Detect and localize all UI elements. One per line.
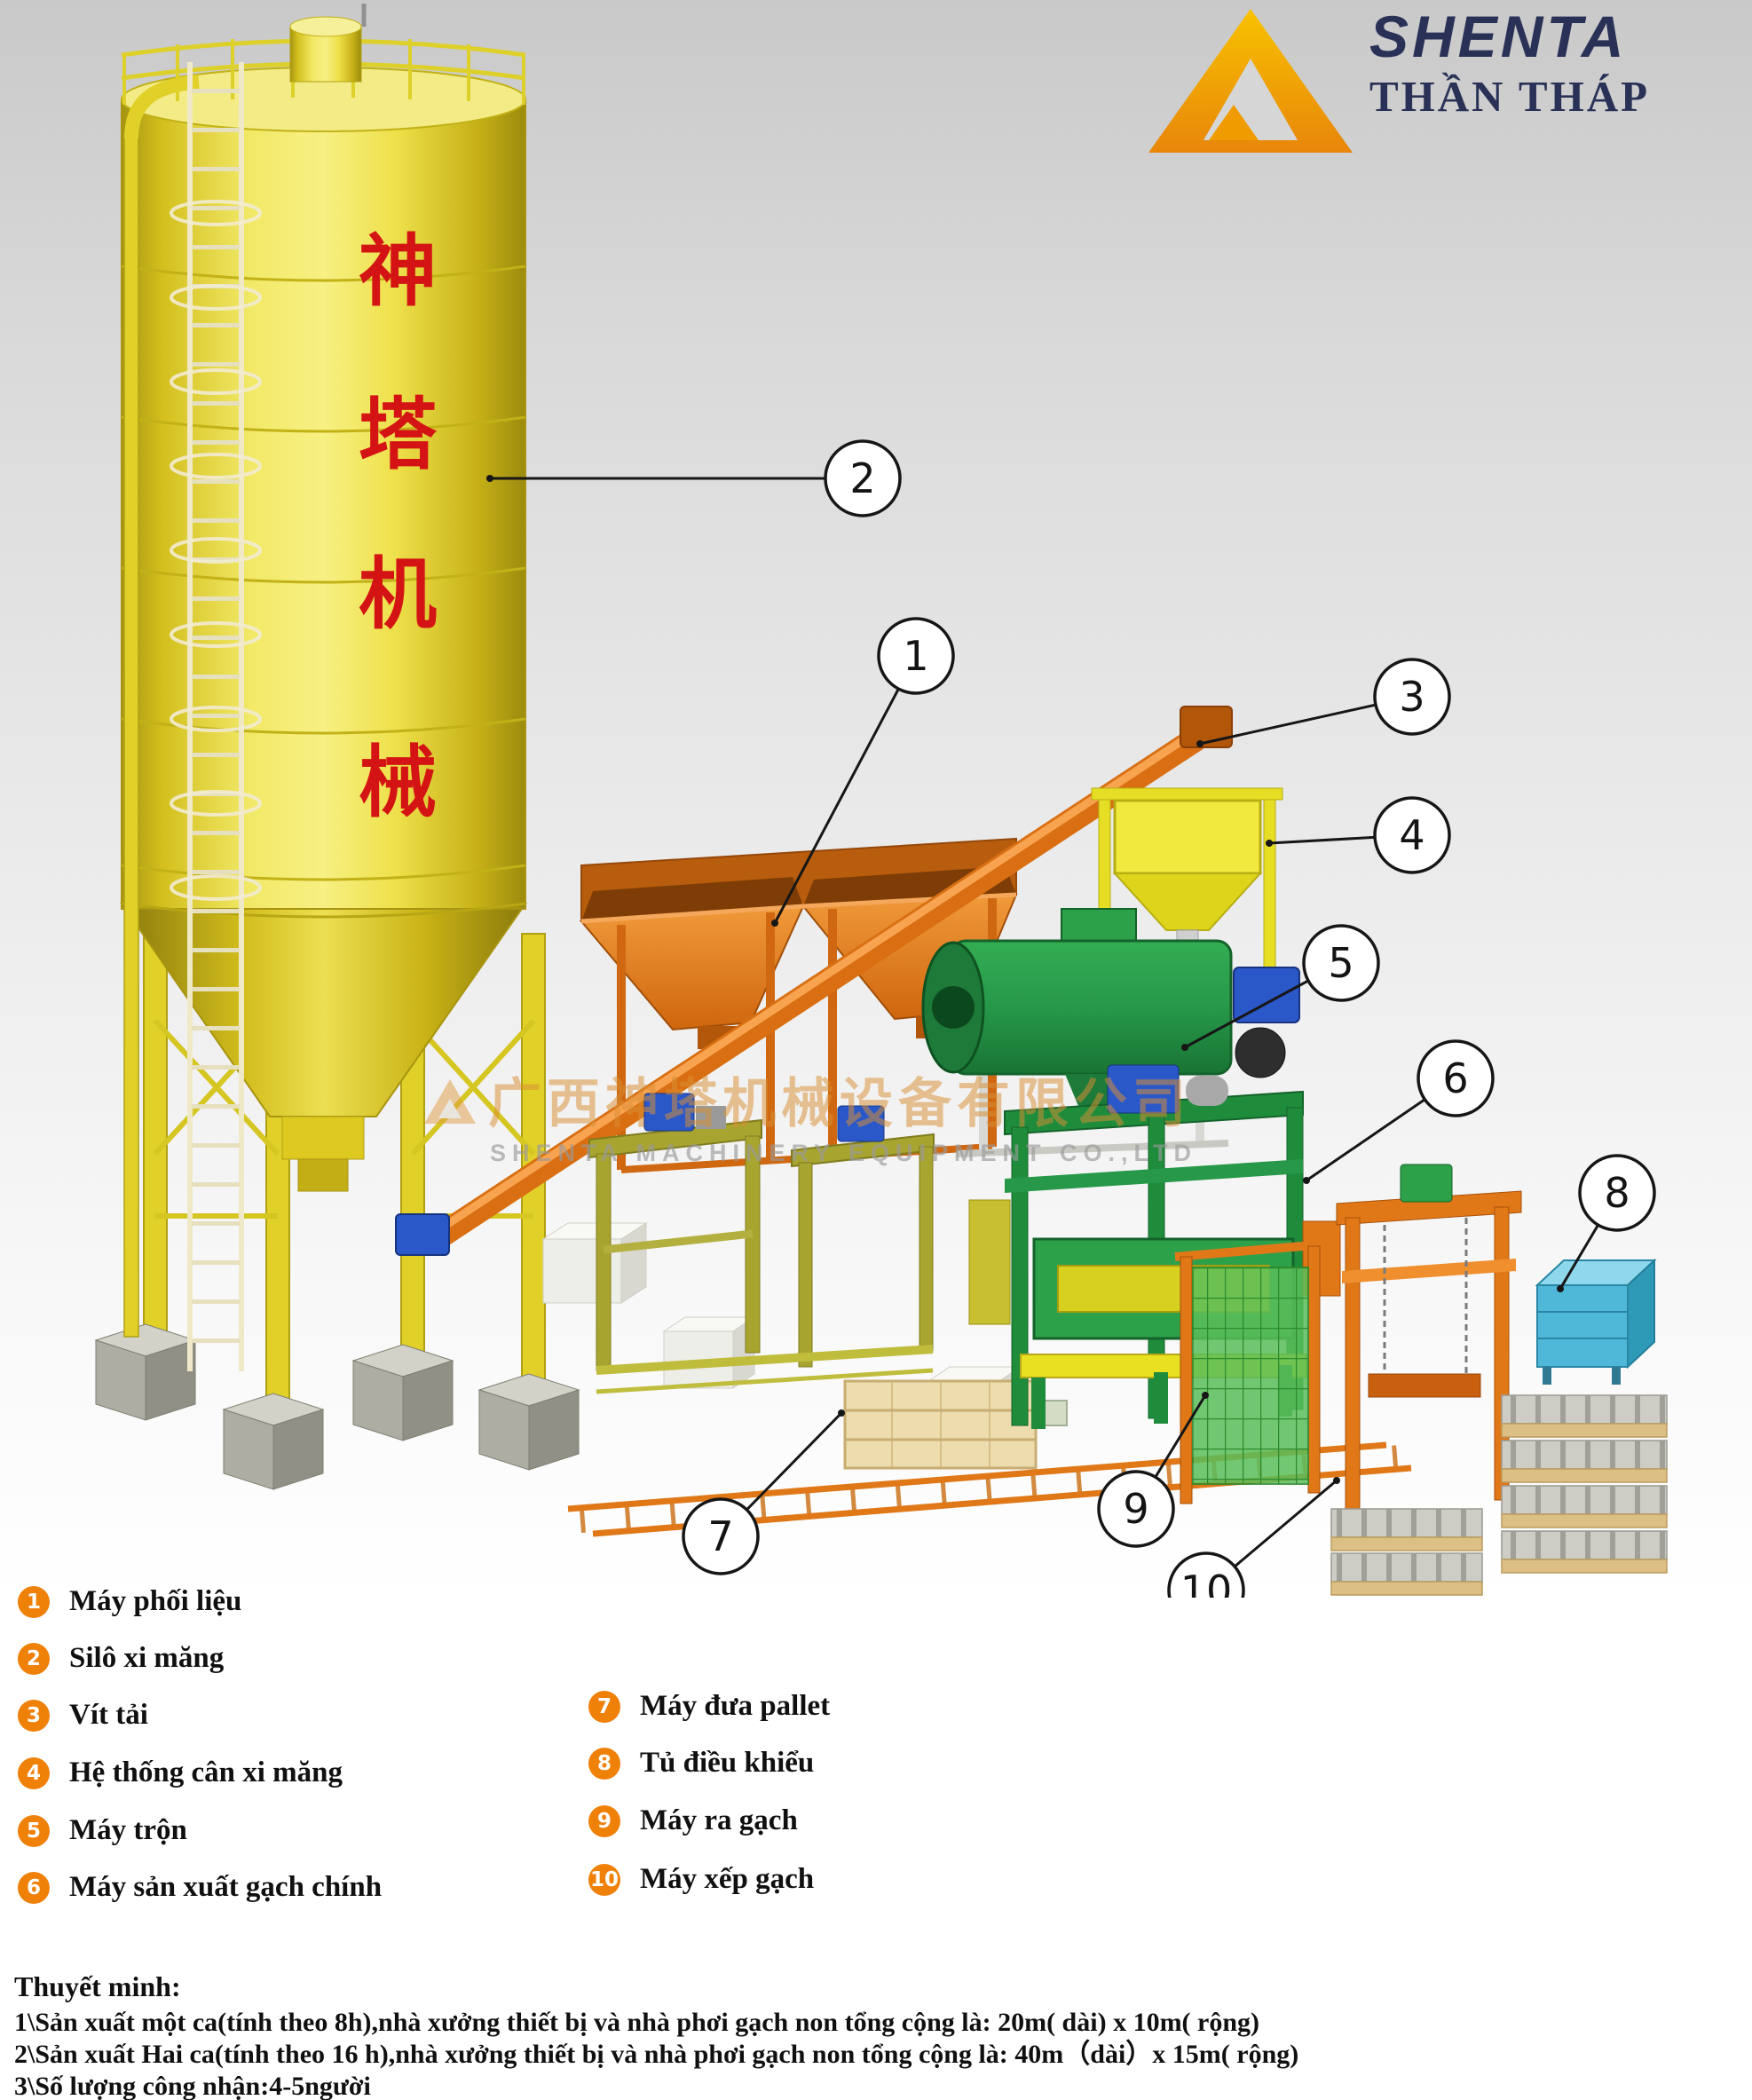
legend-item-1: 1 Máy phối liệu — [18, 1585, 241, 1618]
watermark-chinese-text: 广西神塔机械设备有限公司 — [488, 1073, 1191, 1135]
callout-circle-6 — [1417, 1039, 1495, 1117]
legend-item-7: 7 Máy đưa pallet — [588, 1690, 830, 1723]
machinery-diagram: 神 塔 机 械 — [94, 4, 1668, 1598]
control-cabinet — [1535, 1258, 1657, 1385]
callout-number-2: 2 — [849, 454, 875, 502]
notes-title: Thuyết minh: — [14, 1970, 181, 2002]
silo-ladder — [170, 62, 262, 1371]
callout-circle-9 — [1097, 1470, 1175, 1548]
cement-silo: 神 塔 机 械 — [94, 4, 580, 1490]
mixer-motor — [1233, 967, 1300, 1023]
concrete-footings — [94, 1323, 580, 1490]
legend-item-6: 6 Máy sản xuất gạch chính — [18, 1871, 382, 1904]
callout-circle-4 — [1373, 796, 1451, 874]
screw-motor — [395, 1213, 450, 1256]
brick-stacks — [1330, 1394, 1668, 1596]
callout-circle-1 — [877, 617, 955, 695]
notes-section: Thuyết minh: 1\Sản xuất một ca(tính theo… — [14, 1970, 1298, 2100]
callout-circle-7 — [682, 1497, 760, 1575]
callout-number-4: 4 — [1399, 811, 1424, 859]
legend-number-badge: 7 — [588, 1690, 620, 1723]
legend-number-badge: 4 — [18, 1757, 50, 1789]
callout-number-5: 5 — [1328, 939, 1353, 987]
feeder-motor-1 — [643, 1093, 695, 1132]
pallet-feeder — [588, 1093, 1068, 1470]
screw-gearbox — [1180, 706, 1233, 748]
legend-item-label: Silô xi măng — [69, 1642, 225, 1674]
legend-number-badge: 5 — [18, 1814, 50, 1847]
legend-item-label: Vít tải — [69, 1699, 148, 1731]
legend-item-9: 9 Máy ra gạch — [588, 1804, 798, 1837]
legend-number-badge: 8 — [588, 1747, 620, 1780]
feeder-motor-2 — [837, 1105, 885, 1142]
press-motor — [1107, 1064, 1180, 1114]
brick-output-machine — [1174, 1240, 1325, 1504]
watermark: 广西神塔机械设备有限公司 SHENTA MACHINERY EQUIPMENT … — [424, 1073, 1197, 1166]
legend-number-badge: 3 — [18, 1699, 50, 1732]
legend-item-3: 3 Vít tải — [18, 1699, 148, 1732]
legend-item-10: 10 Máy xếp gạch — [588, 1863, 814, 1896]
legend-item-label: Máy phối liệu — [69, 1585, 242, 1617]
legend-item-2: 2 Silô xi măng — [18, 1642, 224, 1675]
logo-triangle-icon — [1148, 9, 1353, 153]
legend-item-label: Tủ điều khiểu — [640, 1747, 815, 1779]
legend-number-badge: 2 — [18, 1642, 50, 1675]
screw-conveyor — [395, 706, 1233, 1256]
callout-number-9: 9 — [1123, 1485, 1148, 1533]
callout-circle-5 — [1302, 924, 1380, 1002]
legend-item-label: Hệ thống cân xi măng — [69, 1757, 343, 1788]
legend-number-badge: 6 — [18, 1871, 50, 1904]
callout-number-8: 8 — [1604, 1169, 1630, 1217]
mixer — [921, 908, 1300, 1157]
callout-number-7: 7 — [707, 1512, 733, 1560]
legend-item-4: 4 Hệ thống cân xi măng — [18, 1757, 343, 1789]
notes-line-3: 3\Số lượng công nhận:4-5người — [14, 2072, 371, 2100]
silo-character-1: 神 — [359, 225, 437, 317]
callout-circle-3 — [1373, 658, 1451, 736]
pallet-stack — [843, 1379, 1038, 1470]
legend-item-5: 5 Máy trộn — [18, 1814, 187, 1847]
callout-circle-2 — [824, 439, 902, 517]
legend-item-label: Máy trộn — [69, 1814, 187, 1846]
callouts: 1 2 3 4 5 6 7 8 9 10 — [486, 439, 1656, 1598]
legend-item-label: Máy xếp gạch — [640, 1863, 815, 1895]
legend-item-label: Máy sản xuất gạch chính — [69, 1871, 383, 1903]
callout-number-10: 10 — [1180, 1567, 1233, 1598]
legend-number-badge: 1 — [18, 1585, 50, 1618]
callout-number-3: 3 — [1399, 673, 1424, 721]
brick-stacker — [1336, 1164, 1522, 1512]
watermark-english-text: SHENTA MACHINERY EQUIPMENT CO.,LTD — [490, 1140, 1197, 1166]
silo-character-3: 机 — [359, 549, 437, 640]
legend-number-badge: 10 — [588, 1863, 620, 1896]
legend-item-label: Máy ra gạch — [640, 1804, 798, 1836]
callout-circle-10 — [1167, 1551, 1245, 1598]
notes-line-1: 1\Sản xuất một ca(tính theo 8h),nhà xưởn… — [14, 2008, 1260, 2037]
callout-circle-8 — [1578, 1154, 1656, 1232]
legend-item-label: Máy đưa pallet — [640, 1690, 831, 1722]
stacker-motor — [1400, 1164, 1453, 1203]
legend-item-8: 8 Tủ điều khiểu — [588, 1747, 814, 1780]
callout-number-1: 1 — [903, 632, 928, 680]
callout-number-6: 6 — [1442, 1054, 1468, 1102]
silo-character-2: 塔 — [359, 389, 438, 480]
brand-subname: THẦN THÁP — [1369, 72, 1651, 121]
brand-logo: SHENTA THẦN THÁP — [1147, 7, 1650, 156]
brand-name: SHENTA — [1369, 4, 1628, 69]
silo-character-4: 械 — [359, 737, 437, 828]
notes-line-2: 2\Sản xuất Hai ca(tính theo 16 h),nhà xư… — [14, 2040, 1299, 2069]
mixer-pulley — [1235, 1027, 1286, 1078]
legend-number-badge: 9 — [588, 1804, 620, 1837]
